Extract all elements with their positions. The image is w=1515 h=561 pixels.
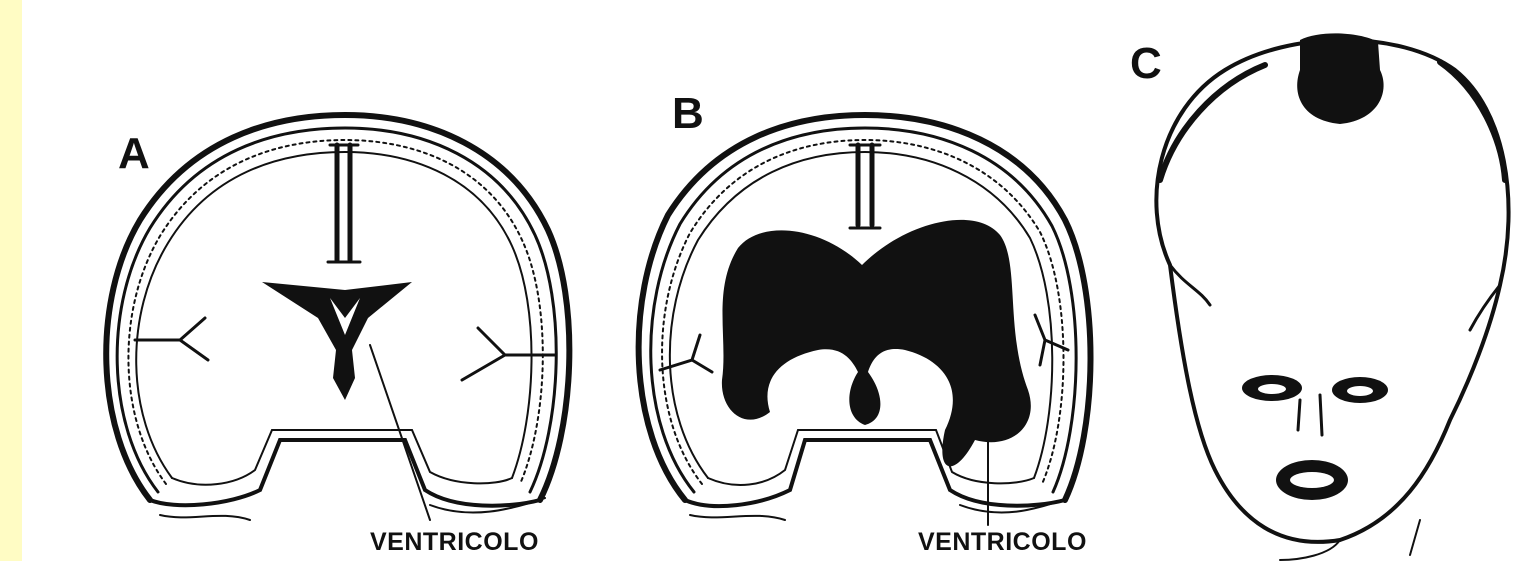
ventricles-normal — [262, 282, 412, 400]
face-features — [1242, 33, 1388, 500]
pointer-line-a — [370, 345, 430, 520]
ventricle-label-a: VENTRICOLO — [370, 530, 539, 555]
panel-letter-b: B — [672, 92, 704, 136]
panel-letter-a: A — [118, 132, 150, 176]
ventricle-label-b: VENTRICOLO — [918, 530, 1087, 555]
panel-letter-c: C — [1130, 42, 1162, 86]
fontanelle — [1297, 33, 1383, 124]
